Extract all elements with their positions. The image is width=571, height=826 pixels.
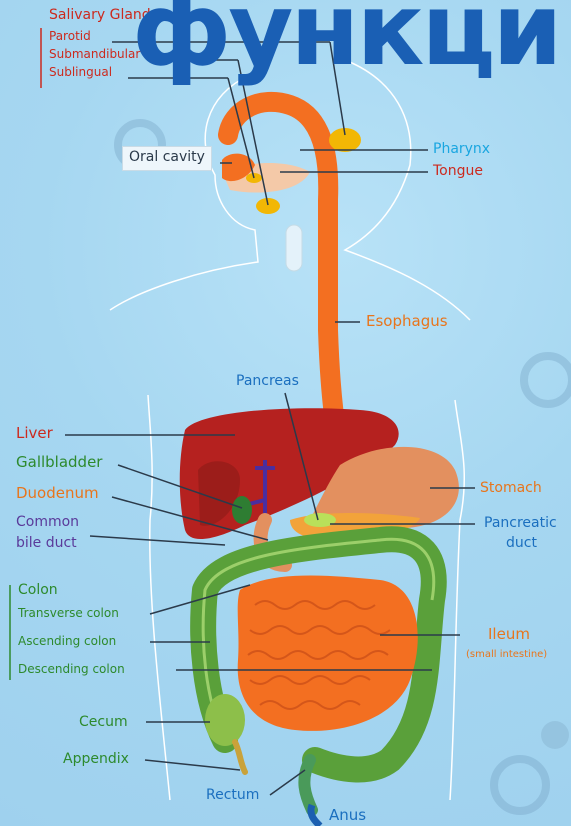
pancreatic-duct-shape [304, 513, 336, 527]
label-sublingual: Sublingual [49, 66, 112, 78]
label-liver: Liver [16, 426, 53, 441]
rectum-shape [304, 760, 312, 810]
label-transverse-colon: Transverse colon [18, 607, 119, 619]
label-pancreas: Pancreas [236, 374, 299, 388]
larynx-shape [286, 225, 302, 271]
label-parotid: Parotid [49, 30, 91, 42]
gallbladder-shape [232, 496, 252, 524]
appendix-shape [235, 742, 245, 772]
label-tongue: Tongue [433, 164, 483, 178]
label-descending-colon: Descending colon [18, 663, 125, 675]
label-esophagus: Esophagus [366, 314, 448, 329]
label-ileum: Ileum [488, 627, 530, 642]
label-gallbladder: Gallbladder [16, 455, 102, 470]
label-anus: Anus [329, 808, 366, 823]
label-rectum: Rectum [206, 788, 259, 802]
label-oral-cavity: Oral cavity [122, 146, 212, 171]
label-submandibular: Submandibular [49, 48, 140, 60]
submandibular-gland [256, 198, 280, 214]
label-pancreatic-duct-line1: Pancreatic [484, 516, 557, 530]
label-appendix: Appendix [63, 752, 129, 766]
label-common-bile-duct-line1: Common [16, 515, 79, 529]
label-stomach: Stomach [480, 481, 542, 495]
label-colon: Colon [18, 583, 58, 597]
cecum-shape [205, 694, 245, 746]
label-common-bile-duct-line2: bile duct [16, 536, 77, 550]
label-pharynx: Pharynx [433, 142, 490, 156]
label-ascending-colon: Ascending colon [18, 635, 116, 647]
label-duodenum: Duodenum [16, 486, 99, 501]
overlay-title: функци [132, 0, 560, 80]
label-cecum: Cecum [79, 715, 128, 729]
label-pancreatic-duct-line2: duct [506, 536, 537, 550]
label-small-intestine: (small intestine) [466, 650, 547, 660]
